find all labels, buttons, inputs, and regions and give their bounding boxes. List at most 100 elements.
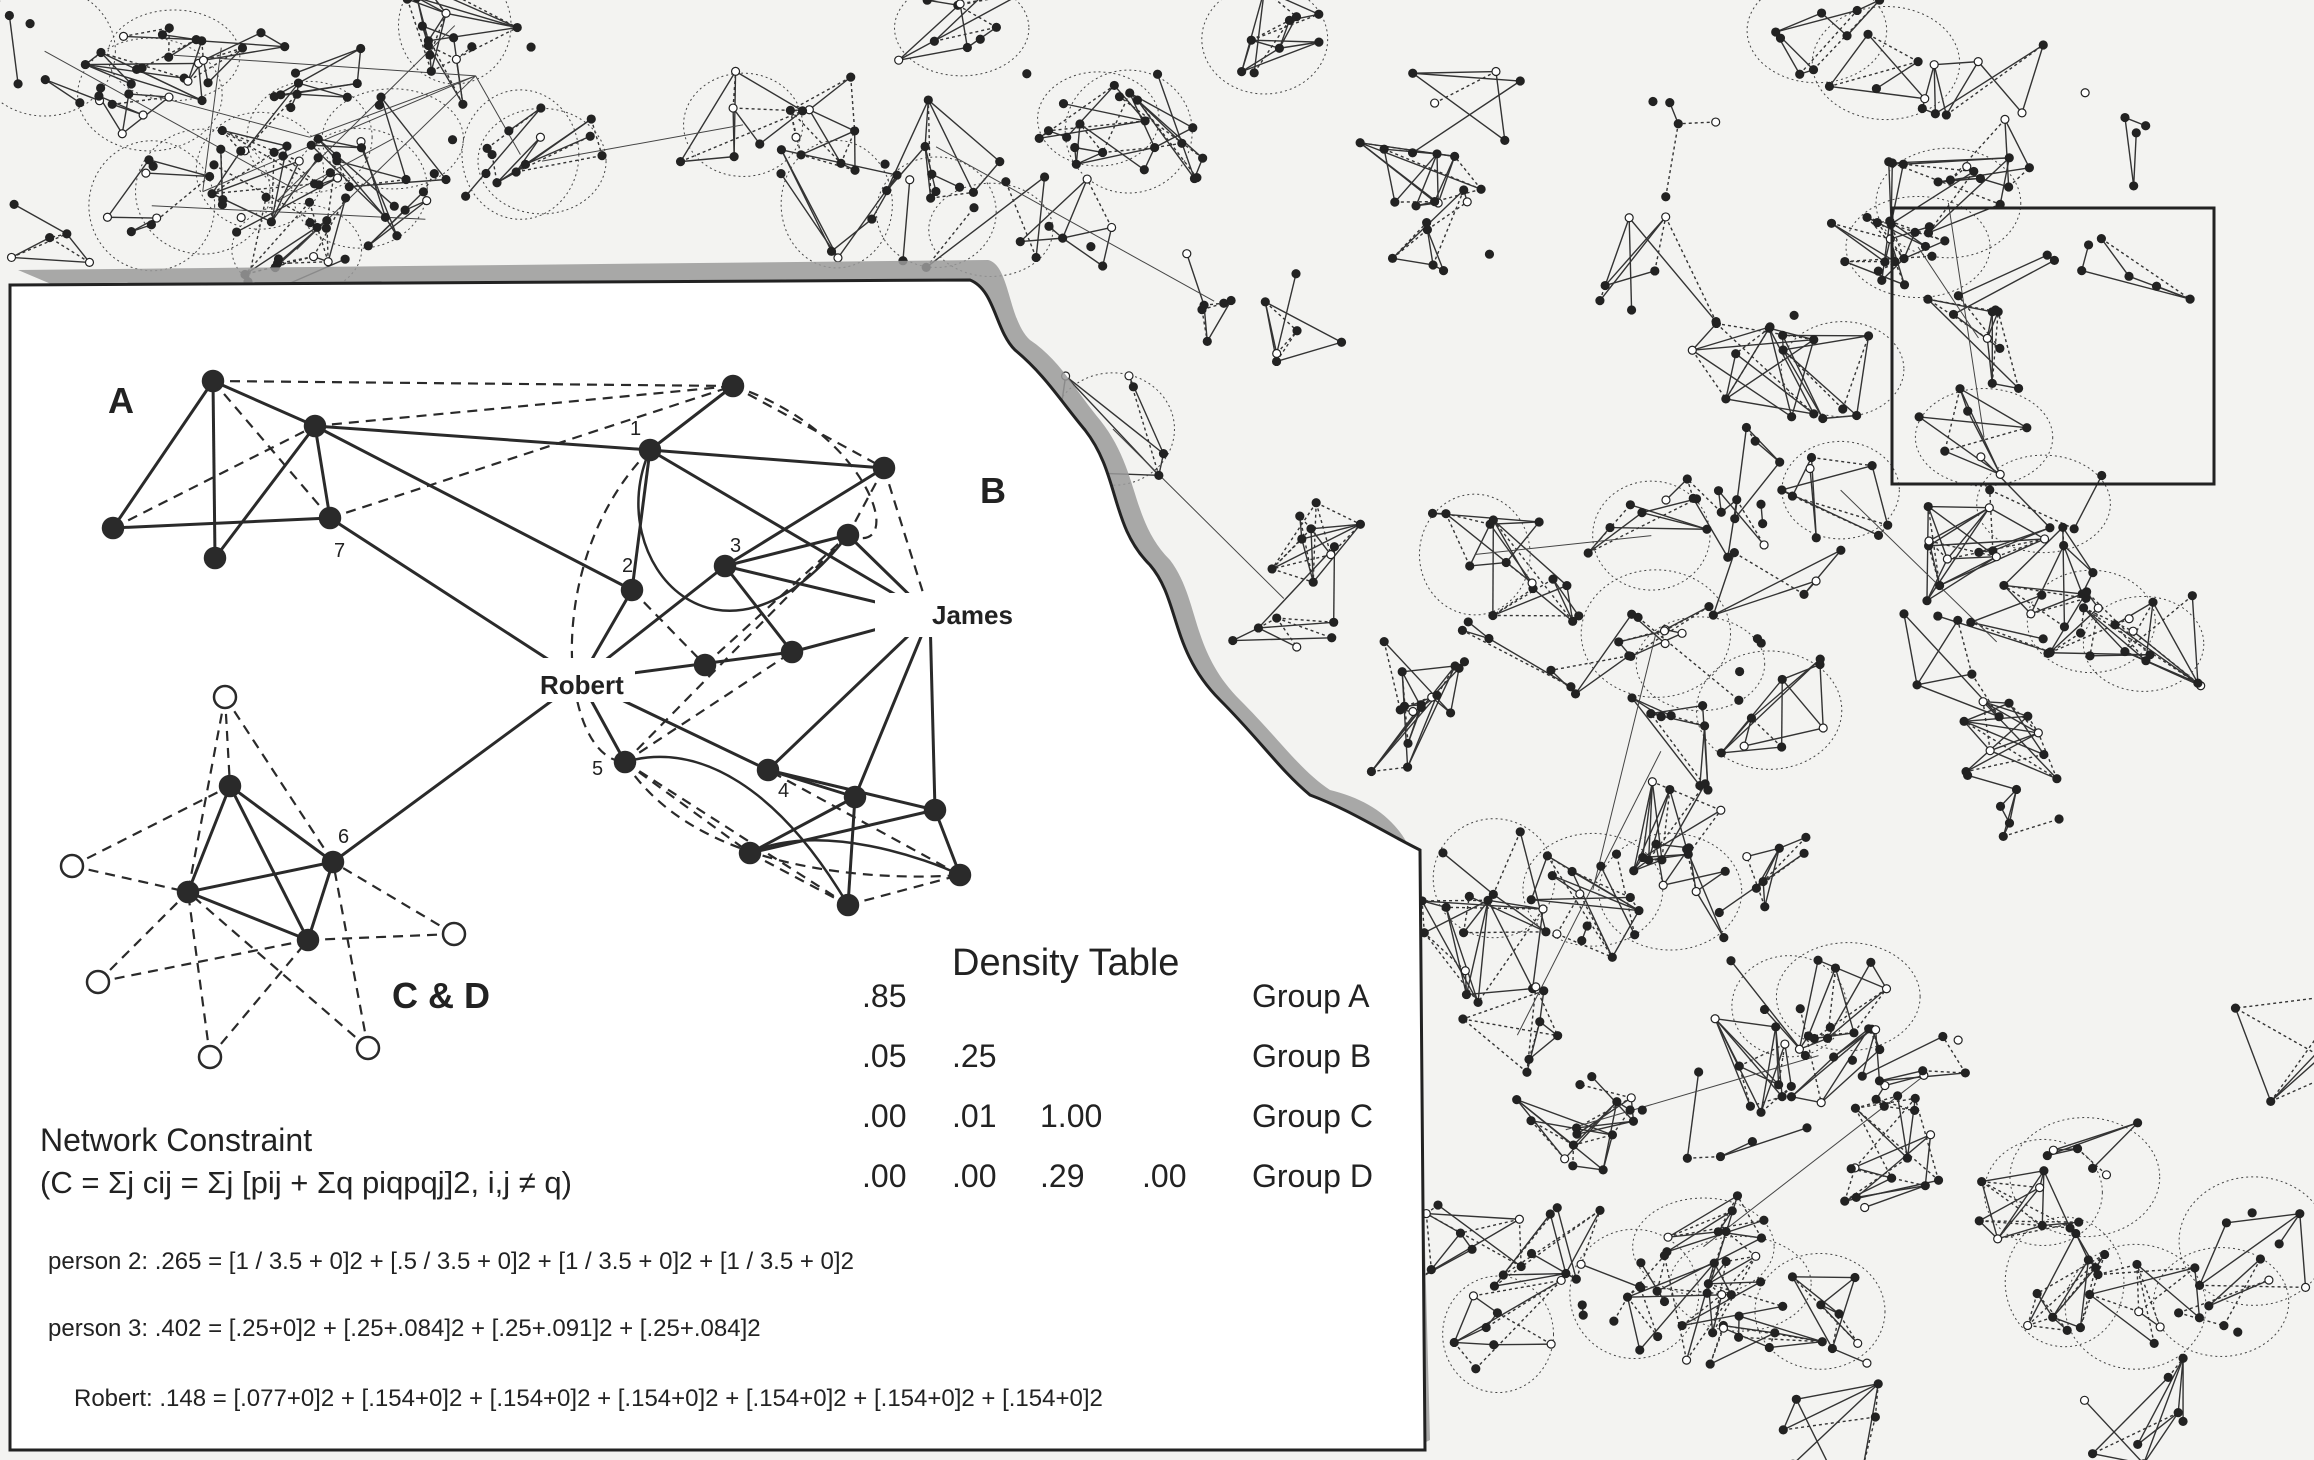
background-node [1711,318,1722,329]
background-node [1852,5,1862,16]
background-bridge [202,47,222,192]
background-node [1721,1256,1731,1267]
background-tie [1488,637,1572,688]
background-tie [1490,521,1540,525]
background-node [1853,1338,1863,1348]
background-tie [508,107,542,132]
background-tie [930,191,974,199]
background-tie [1576,1120,1634,1135]
background-tie [1315,502,1332,555]
background-node [1461,989,1472,1000]
background-node [1202,336,1212,346]
background-node [1818,723,1828,733]
constraint-row: person 3: .402 = [.25+0]2 + [.25+.084]2 … [48,1315,761,1343]
background-tie [2003,584,2065,628]
background-tie [2278,1213,2301,1245]
background-tie [1746,856,1766,907]
background-node [1816,8,1827,18]
background-node [425,50,435,60]
background-node [1751,883,1761,893]
background-tie [1957,295,2001,349]
background-circle [1780,321,1905,418]
background-node [1659,626,1670,636]
background-node [1871,1025,1881,1035]
background-tie [1780,679,1783,748]
background-node [1660,638,1670,649]
background-node [836,158,846,168]
background-node [1682,1153,1692,1163]
background-node [1942,554,1952,564]
background-tie [1734,552,1805,595]
background-node [146,220,157,230]
background-node [931,186,941,197]
background-tie [407,0,447,14]
background-tie [1628,217,1633,311]
background-tie [2234,1007,2272,1102]
background-node [1877,275,1887,286]
tie-strong [211,380,217,559]
background-node [1914,412,1924,422]
background-node [1811,576,1821,586]
background-tie [1889,220,1946,242]
background-tie [898,0,1012,61]
background-node [1945,175,1955,185]
background-tie [1075,123,1081,165]
background-node [1526,895,1536,905]
background-node [1778,330,1788,340]
background-node [2004,182,2014,192]
background-tie [1997,1170,2045,1240]
background-tie [1926,556,1997,602]
background-tie [1079,123,1145,171]
background-tie [356,48,362,84]
background-node [1515,827,1525,837]
background-node [512,22,522,33]
background-tie [1460,1218,1520,1234]
background-node [1870,1412,1880,1422]
background-node [1583,548,1593,558]
background-tie [1864,1416,1877,1460]
background-tie [1944,427,2028,452]
background-node [2194,1280,2205,1290]
background-tie [167,27,170,58]
background-node [1953,615,1963,625]
background-tie [2021,44,2044,114]
background-bridge [309,75,476,138]
background-tie [1310,528,1332,556]
background-node [2023,711,2033,721]
background-tie [220,149,224,200]
background-node [1658,880,1668,890]
background-node [1611,849,1622,859]
background-tie [1760,1085,1792,1113]
background-node [1595,296,1605,306]
background-tie [2052,1316,2081,1329]
background-node [1577,935,1587,946]
background-node [2022,423,2032,433]
background-node [1732,1191,1743,1201]
background-node [1780,1039,1790,1049]
background-tie [8,15,19,84]
background-tie [2235,1007,2314,1054]
background-node [2085,651,2095,661]
background-tie [1986,311,1999,339]
background-node [1880,257,1890,267]
background-node [536,103,546,113]
background-tie [1745,427,1781,463]
background-tie [416,0,430,41]
background-node [451,54,461,64]
background-node [1635,1281,1645,1291]
background-node [1961,767,1971,777]
background-circle [894,0,1030,77]
background-tie [430,13,447,72]
background-node [2039,1166,2049,1176]
background-tie [336,160,407,181]
background-tie [927,0,958,6]
background-node [1734,695,1744,705]
background-circle [1746,0,1888,84]
background-node [1836,545,1846,555]
background-tie [1412,72,1521,82]
background-node [2193,678,2203,688]
background-tie [2049,618,2130,654]
background-tie [1063,102,1146,122]
background-node [276,90,286,100]
background-tie [1579,1083,1632,1099]
